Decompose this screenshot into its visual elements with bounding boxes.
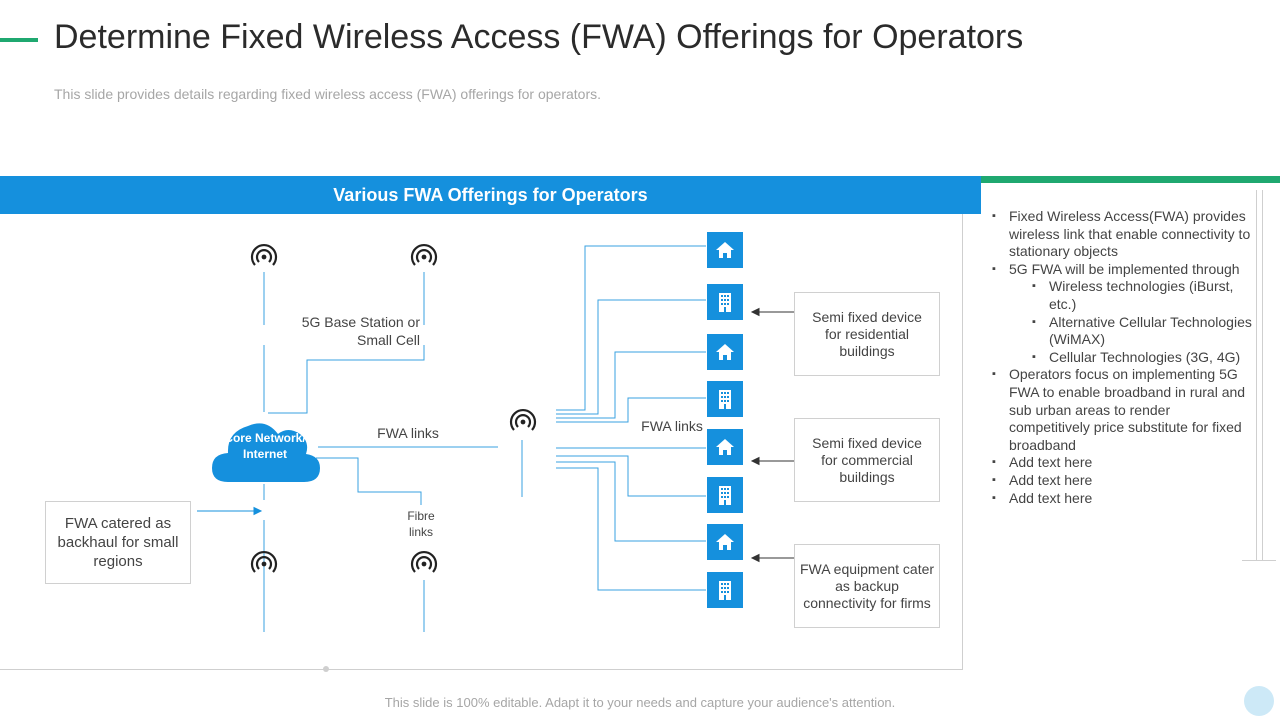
- diagram-banner-title: Various FWA Offerings for Operators: [333, 185, 648, 205]
- endpoint-home: [707, 429, 743, 465]
- sidebar-ruler-base: [1242, 560, 1276, 561]
- endpoint-building: [707, 477, 743, 513]
- home-icon: [716, 344, 734, 360]
- building-icon: [719, 581, 731, 600]
- endpoint-building: [707, 284, 743, 320]
- bullet-item: Add text here: [992, 472, 1252, 490]
- core-network-label: Core Network/ Internet: [224, 431, 306, 461]
- bullet-item: Fixed Wireless Access(FWA) provides wire…: [992, 208, 1252, 261]
- backup-box: FWA equipment cater as backup connectivi…: [794, 544, 940, 628]
- building-icon: [719, 486, 731, 505]
- corner-decoration: [1244, 686, 1274, 716]
- bullet-item: Operators focus on implementing 5G FWA t…: [992, 366, 1252, 454]
- building-icon: [719, 293, 731, 312]
- footer-text: This slide is 100% editable. Adapt it to…: [384, 695, 896, 710]
- sub-bullet-item: Alternative Cellular Technologies (WiMAX…: [1032, 314, 1252, 349]
- fwa-links-label-right: FWA links: [641, 418, 703, 434]
- title-accent-line: [0, 38, 38, 42]
- home-icon: [716, 534, 734, 550]
- fwa-links-label-left: FWA links: [377, 425, 439, 441]
- home-icon: [716, 439, 734, 455]
- antenna-icon: [410, 550, 438, 573]
- cloud-icon: [212, 418, 320, 482]
- sidebar-ruler-2: [1262, 190, 1263, 560]
- antenna-icon: [250, 243, 278, 266]
- residential-box-text: Semi fixed device for residential buildi…: [812, 308, 922, 359]
- sidebar-accent-bar: [981, 176, 1280, 183]
- antenna-icon: [410, 243, 438, 266]
- residential-box: Semi fixed device for residential buildi…: [794, 292, 940, 376]
- backhaul-box-text: FWA catered as backhaul for small region…: [57, 515, 179, 570]
- sub-bullet-item: Cellular Technologies (3G, 4G): [1032, 349, 1252, 367]
- backhaul-box: FWA catered as backhaul for small region…: [45, 501, 191, 584]
- page-title: Determine Fixed Wireless Access (FWA) Of…: [54, 18, 1024, 56]
- backup-box-text: FWA equipment cater as backup connectivi…: [799, 560, 935, 611]
- endpoint-home: [707, 524, 743, 560]
- endpoint-building: [707, 381, 743, 417]
- antenna-icon: [509, 408, 537, 431]
- endpoint-building: [707, 572, 743, 608]
- bullet-item: Add text here: [992, 454, 1252, 472]
- frame-dot: [323, 666, 329, 672]
- home-icon: [716, 242, 734, 258]
- bullet-item: Add text here: [992, 490, 1252, 508]
- endpoint-home: [707, 232, 743, 268]
- sidebar-bullets: Fixed Wireless Access(FWA) provides wire…: [992, 208, 1252, 507]
- page-subtitle: This slide provides details regarding fi…: [54, 86, 601, 102]
- base-station-label: 5G Base Station or Small Cell: [301, 314, 420, 348]
- sidebar-ruler: [1256, 190, 1257, 560]
- endpoint-home: [707, 334, 743, 370]
- sub-bullet-item: Wireless technologies (iBurst, etc.): [1032, 278, 1252, 313]
- antenna-icon: [250, 550, 278, 573]
- building-icon: [719, 390, 731, 409]
- diagram-frame: [0, 176, 963, 670]
- commercial-box-text: Semi fixed device for commercial buildin…: [812, 434, 922, 485]
- commercial-box: Semi fixed device for commercial buildin…: [794, 418, 940, 502]
- fibre-links-label: Fibre links: [407, 509, 435, 539]
- bullet-item: 5G FWA will be implemented through: [992, 261, 1252, 279]
- diagram-banner: [0, 176, 981, 214]
